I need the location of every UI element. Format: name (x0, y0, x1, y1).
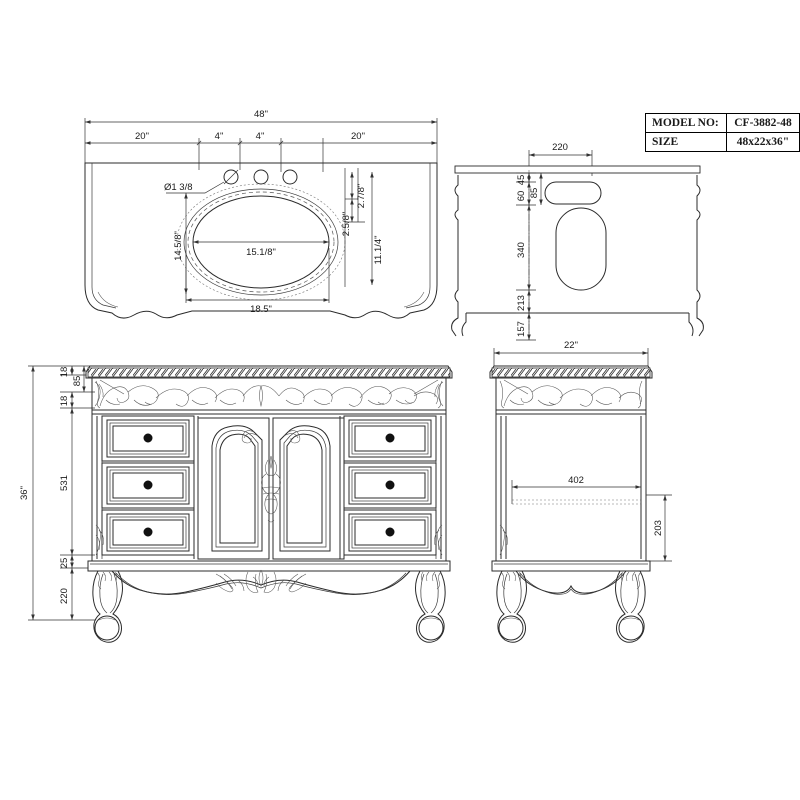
dim-lower-clear: 213 (516, 295, 527, 311)
dim-cabinet-body: 531 (59, 475, 70, 491)
leg-front-right (415, 570, 446, 643)
title-block-value-size: 48x22x36" (726, 132, 800, 152)
dim-bowl-inner-width: 15.1/8" (246, 247, 276, 258)
top-view-dimension-lines (84, 118, 438, 172)
dim-base-rail: 25 (59, 558, 70, 569)
drawer-right-3[interactable] (343, 509, 437, 556)
top-view-faucet-holes (166, 169, 298, 194)
front-elevation-right-drawers (343, 415, 437, 556)
side-elevation-frieze-ornament (499, 379, 643, 409)
dim-back-offset-a: 2.5/8" (341, 212, 352, 237)
title-block-row-size: SIZE 48x22x36" (645, 132, 800, 152)
drawer-left-3[interactable] (101, 509, 195, 556)
door-right[interactable] (272, 417, 345, 560)
leg-side-right (615, 570, 646, 643)
door-left[interactable] (197, 417, 270, 560)
dim-top-segment-left: 20" (135, 131, 149, 142)
side-section-bowl (544, 181, 607, 291)
dim-top-segment-right: 20" (351, 131, 365, 142)
side-section-dimension-chain (516, 170, 543, 341)
dim-top-segment-mid-right: 4" (256, 131, 265, 142)
side-elevation-shelf-dimensions (511, 480, 672, 562)
dim-top-molding: 18 (59, 367, 70, 378)
dim-side-lower-height: 203 (653, 520, 664, 536)
front-elevation-center-doors (197, 417, 345, 560)
side-elevation-lower-corner-carving (499, 524, 508, 556)
dim-bowl-outer-width: 18.5" (250, 304, 272, 315)
dim-shelf-width: 402 (568, 475, 584, 486)
door-handle-escutcheon[interactable] (261, 455, 281, 523)
dim-bowl-depth-left: 14.5/8" (173, 231, 184, 261)
side-elevation-crown (489, 365, 653, 415)
dim-side-bowl-offset: 220 (552, 142, 568, 153)
front-elevation-frieze-ornament (95, 379, 443, 409)
drawer-right-2[interactable] (343, 462, 437, 509)
dim-side-overall-depth: 22" (564, 340, 578, 351)
drawer-left-2[interactable] (101, 462, 195, 509)
title-block-label-model: MODEL NO: (645, 113, 727, 133)
dim-front-overall-height: 36" (19, 486, 30, 500)
apron-center-carving (215, 569, 307, 593)
side-elevation-body (495, 414, 647, 562)
leg-front-left (92, 570, 123, 643)
title-block-value-model: CF-3882-48 (726, 113, 800, 133)
dim-top-overall-width: 48" (254, 109, 268, 120)
drawer-right-1[interactable] (343, 415, 437, 462)
dim-faucet-hole-diameter: Ø1 3/8 (164, 182, 193, 193)
drawer-left-1[interactable] (101, 415, 195, 462)
front-elevation-left-drawers (101, 415, 195, 556)
side-section-outline (451, 165, 704, 337)
top-view-countertop-outline (84, 162, 438, 319)
dim-apron-to-floor: 157 (516, 321, 527, 337)
dim-frieze: 18 (59, 396, 70, 407)
front-elevation-lower-corner-carving (95, 524, 443, 556)
title-block-label-size: SIZE (645, 132, 727, 152)
front-elevation-base-rail (87, 560, 451, 572)
title-block-row-model: MODEL NO: CF-3882-48 (645, 113, 800, 133)
dim-bowl-center-depth: 11.1/4" (373, 235, 384, 264)
leg-side-left (496, 570, 527, 643)
title-block: MODEL NO: CF-3882-48 SIZE 48x22x36" (645, 113, 800, 152)
dim-crown-band: 85 (72, 376, 83, 387)
dim-bowl-height: 340 (516, 242, 527, 258)
dim-slab-thickness: 45 (516, 175, 527, 186)
front-elevation-apron-and-legs (92, 569, 446, 643)
dim-rim-height: 85 (529, 188, 540, 199)
top-view-bowl-dimensions (184, 168, 374, 303)
front-elevation-corner-capitals (94, 381, 444, 407)
dim-upper-gap: 60 (516, 191, 527, 202)
dim-back-offset-b: 2.7/8" (356, 184, 367, 209)
front-elevation-crown (85, 365, 453, 415)
side-elevation-apron-and-legs (496, 570, 646, 643)
side-elevation-base-rail (491, 560, 651, 572)
dim-top-segment-mid-left: 4" (215, 131, 224, 142)
dim-leg-height: 220 (59, 588, 70, 604)
